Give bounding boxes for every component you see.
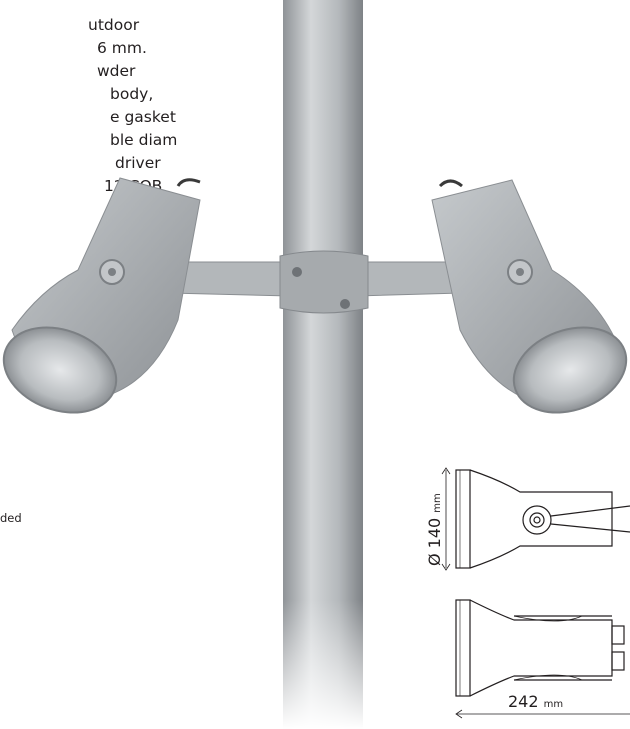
desc-line-1: utdoor xyxy=(88,16,140,34)
note-text: ded xyxy=(0,511,22,525)
desc-line-7: driver xyxy=(115,154,161,172)
desc-line-2: 6 mm. xyxy=(97,39,147,57)
pole xyxy=(283,0,363,729)
left-spotlight xyxy=(2,177,201,414)
diameter-dimension-label: Ø 140 mm xyxy=(425,493,444,566)
desc-line-5: e gasket xyxy=(110,108,176,126)
length-dimension-label: 242 mm xyxy=(508,692,564,711)
desc-line-4: body, xyxy=(110,85,154,103)
technical-drawing-side xyxy=(441,467,630,571)
desc-line-3: wder xyxy=(97,62,136,80)
technical-drawing-top xyxy=(455,599,630,719)
right-spotlight xyxy=(431,179,628,414)
desc-line-6: ble diam xyxy=(110,131,178,149)
